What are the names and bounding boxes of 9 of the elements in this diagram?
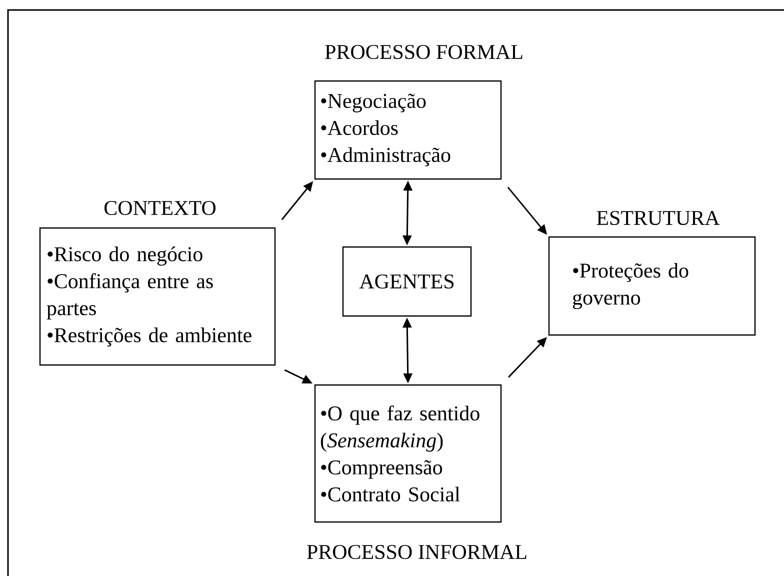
text-box: •Risco do negócio •Confiança entre as partes •Restrições de ambiente <box>39 227 276 366</box>
text-box: •Negociação •Acordos •Administração <box>314 80 502 180</box>
text-box: •Proteções do governo <box>548 236 756 336</box>
heading: CONTEXTO <box>104 200 216 216</box>
heading: ESTRUTURA <box>596 210 720 226</box>
text-box: AGENTES <box>342 246 472 317</box>
heading: PROCESSO FORMAL <box>325 44 522 60</box>
text-box: •O que faz sentido (Sensemaking) •Compreensão •Contrato Social <box>314 384 502 523</box>
heading: PROCESSO INFORMAL <box>307 544 526 560</box>
